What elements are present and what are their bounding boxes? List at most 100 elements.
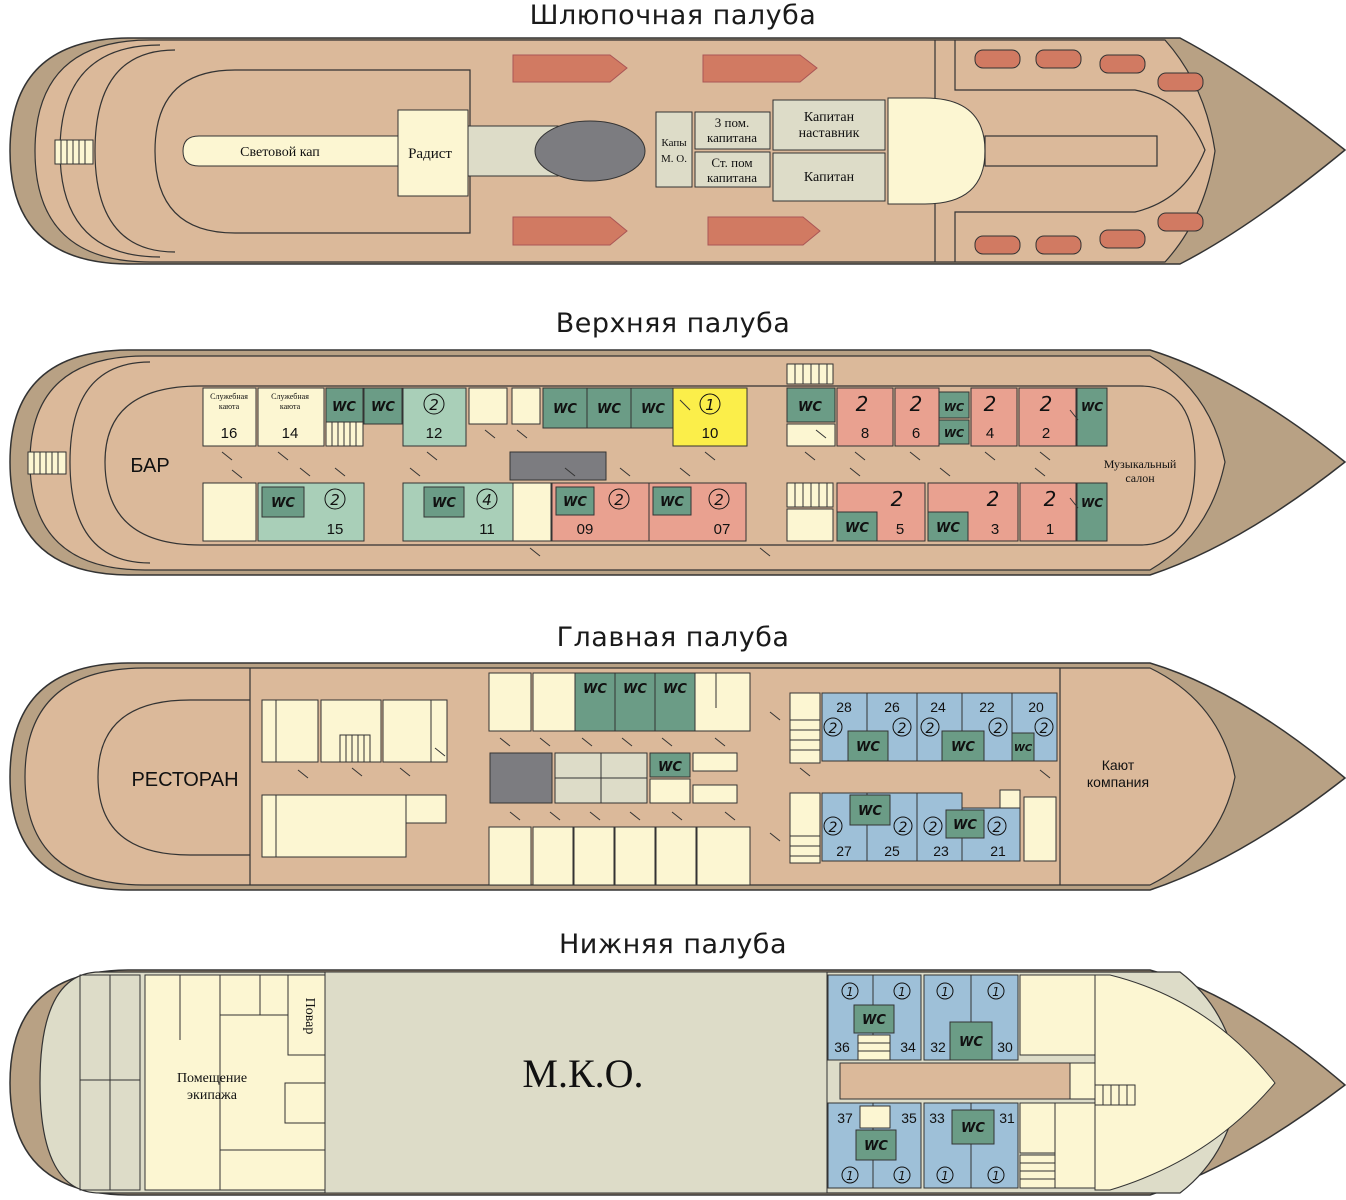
berth-count: 2 xyxy=(856,392,869,416)
cabin-number: 37 xyxy=(837,1110,853,1126)
lifeboat xyxy=(512,216,628,246)
cabin-26[interactable] xyxy=(866,692,918,762)
wc-label: WC xyxy=(858,804,882,819)
captain-cabin xyxy=(772,152,886,202)
wc-label: WC xyxy=(371,400,395,415)
lower-deck-plan: М.К.О. Помещение экипажа Повар 36 34 32 … xyxy=(9,969,1346,1196)
cabin-number: 33 xyxy=(929,1110,945,1126)
wc-label: WC xyxy=(1081,400,1103,414)
cabin-number: 21 xyxy=(990,843,1006,859)
cabin-1[interactable] xyxy=(1019,482,1077,542)
berth-count: 1 xyxy=(898,985,906,999)
wc-label: WC xyxy=(856,740,880,755)
berth-count: 1 xyxy=(898,1169,906,1183)
music-salon-label-line1: Музыкальный xyxy=(1104,457,1177,471)
cabin-number: 12 xyxy=(426,425,443,442)
wc-label: WC xyxy=(660,495,684,510)
captain-mentor-cabin xyxy=(772,99,886,151)
cabin-number: 27 xyxy=(836,843,852,859)
cabin-10[interactable] xyxy=(672,387,748,447)
lifeboat xyxy=(702,54,818,83)
wc-label: WC xyxy=(332,400,356,415)
wc-label: WC xyxy=(623,682,647,697)
boat-deck-plan: Световой кап Радист Капы М. О. 3 пом. ка… xyxy=(9,37,1346,265)
wc-label: WC xyxy=(432,496,456,511)
skylight-room xyxy=(182,135,399,167)
cabin-number: 10 xyxy=(702,425,719,442)
berth-count: 2 xyxy=(1044,487,1057,511)
berth-count: 1 xyxy=(941,985,949,999)
saloon-label-line2: компания xyxy=(1087,774,1149,790)
cabin-number: 4 xyxy=(986,425,994,442)
upper-deck-plan: БАР Служебная каюта Служебная каюта 16 1… xyxy=(9,349,1346,576)
berth-count: 1 xyxy=(941,1169,949,1183)
wheelhouse xyxy=(887,97,986,205)
captain-mentor-label-line1: Капитан xyxy=(804,110,855,125)
wc-label: WC xyxy=(658,760,682,775)
chief-mate-label-line2: капитана xyxy=(707,170,757,185)
service-cabin-14 xyxy=(257,387,325,447)
wc-label: WC xyxy=(862,1013,886,1028)
berth-count: 1 xyxy=(992,1169,1000,1183)
berth-count: 2 xyxy=(993,820,1002,836)
berth-count: 2 xyxy=(984,392,997,416)
berth-count: 2 xyxy=(899,820,908,836)
cabin-number: 16 xyxy=(221,425,238,442)
cabin-4[interactable] xyxy=(970,387,1018,447)
wc-label: WC xyxy=(1081,496,1103,510)
wc-label: WC xyxy=(845,521,869,536)
cabin-number: 32 xyxy=(930,1039,946,1055)
wc-label: WC xyxy=(936,521,960,536)
life-raft xyxy=(1099,54,1146,74)
cabin-number: 07 xyxy=(714,521,731,538)
life-raft xyxy=(1099,229,1146,249)
cabin-number: 15 xyxy=(327,521,344,538)
berth-count: 2 xyxy=(829,721,838,737)
berth-count: 2 xyxy=(714,491,724,509)
wc-label: WC xyxy=(553,402,577,417)
cook-label: Повар xyxy=(302,998,317,1035)
cabin-number: 20 xyxy=(1028,699,1044,715)
capy-label: Капы xyxy=(661,137,687,149)
cabin-number: 26 xyxy=(884,699,900,715)
cabin-number: 25 xyxy=(884,843,900,859)
cabin-number: 34 xyxy=(900,1039,916,1055)
berth-count: 2 xyxy=(994,721,1003,737)
wc-label: WC xyxy=(953,818,977,833)
cabin-number: 14 xyxy=(282,425,299,442)
wc-label: WC xyxy=(961,1121,985,1136)
cabin-number: 22 xyxy=(979,699,995,715)
berth-count: 2 xyxy=(898,721,907,737)
music-salon-label-line2: салон xyxy=(1125,471,1155,485)
cabin-number: 30 xyxy=(997,1039,1013,1055)
cabin-8[interactable] xyxy=(836,387,894,447)
cabin-12 xyxy=(402,387,467,447)
mate3-label-line2: капитана xyxy=(707,130,757,145)
boat-deck-title: Шлюпочная палуба xyxy=(529,0,817,31)
berth-count: 1 xyxy=(705,396,715,414)
berth-count: 2 xyxy=(330,491,340,509)
wc-label: WC xyxy=(597,402,621,417)
berth-count: 2 xyxy=(1040,392,1053,416)
life-raft xyxy=(1035,235,1082,255)
lifeboat xyxy=(512,54,628,83)
crew-quarters-label-line2: экипажа xyxy=(187,1088,238,1103)
cabin-2[interactable] xyxy=(1018,387,1077,447)
restaurant-label: РЕСТОРАН xyxy=(131,769,238,791)
cabin-number: 36 xyxy=(834,1039,850,1055)
radio-label: Радист xyxy=(408,146,452,162)
service-cabin-16 xyxy=(202,387,257,447)
captain-label: Капитан xyxy=(804,170,855,185)
cabin-number: 35 xyxy=(901,1110,917,1126)
life-raft xyxy=(1157,72,1204,92)
wc-label: WC xyxy=(1014,743,1033,754)
cabin-number: 3 xyxy=(991,521,999,538)
wc-label: WC xyxy=(944,427,964,440)
cabin-number: 24 xyxy=(930,699,946,715)
life-raft xyxy=(974,235,1021,255)
funnel xyxy=(534,120,646,182)
wc-label: WC xyxy=(271,496,295,511)
service-cabin-16-label-line1: Служебная xyxy=(210,392,248,401)
berth-count: 2 xyxy=(926,721,935,737)
